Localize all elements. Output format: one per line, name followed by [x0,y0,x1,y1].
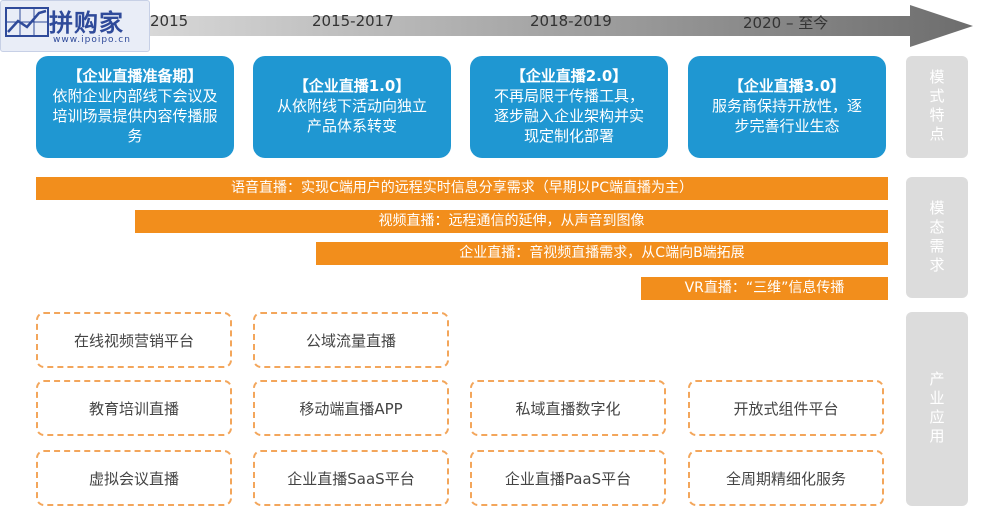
stage-box: 【企业直播3.0】 服务商保持开放性，逐步完善行业生态 [688,56,886,158]
period-label: 2018-2019 [530,12,612,30]
application-box: 公域流量直播 [253,312,449,368]
timeline-arrow [140,5,973,47]
stage-title: 【企业直播2.0】 [510,67,628,85]
stage-desc: 服务商保持开放性，逐步完善行业生态 [711,97,862,135]
application-box: 教育培训直播 [36,380,232,436]
demand-bar: 视频直播：远程通信的延伸，从声音到图像 [135,210,888,233]
stage-box: 【企业直播2.0】 不再局限于传播工具，逐步融入企业架构并实现定制化部署 [470,56,668,158]
application-box: 开放式组件平台 [688,380,884,436]
stage-box: 【企业直播1.0】 从依附线下活动向独立产品体系转变 [253,56,451,158]
side-label-text: 产业应用 [927,371,946,447]
demand-bar: 语音直播：实现C端用户的远程实时信息分享需求（早期以PC端直播为主） [36,177,888,200]
side-label-mode: 模式特点 [906,56,968,158]
side-label-text: 模式特点 [927,69,946,145]
demand-bar: 企业直播：音视频直播需求，从C端向B端拓展 [316,242,888,265]
application-box: 企业直播PaaS平台 [470,450,666,506]
stage-title: 【企业直播准备期】 [67,67,203,85]
stage-box: 【企业直播准备期】 依附企业内部线下会议及培训场景提供内容传播服务 [36,56,234,158]
application-box: 移动端直播APP [253,380,449,436]
side-label-text: 模态需求 [927,199,946,276]
logo-chart-icon [5,7,49,37]
application-box: 企业直播SaaS平台 [253,450,449,506]
period-label: 2015-2017 [312,12,394,30]
period-label: 2015 [150,12,189,30]
stage-desc: 依附企业内部线下会议及培训场景提供内容传播服务 [52,87,218,145]
logo: 拼购家 www.ipoipo.cn [0,0,150,52]
logo-url: www.ipoipo.cn [53,35,131,45]
application-box: 全周期精细化服务 [688,450,884,506]
period-label: 2020 – 至今 [743,14,829,32]
stage-title: 【企业直播1.0】 [293,77,411,95]
stage-desc: 从依附线下活动向独立产品体系转变 [276,97,427,135]
application-box: 虚拟会议直播 [36,450,232,506]
side-label-industry: 产业应用 [906,312,968,506]
application-box: 私域直播数字化 [470,380,666,436]
stage-title: 【企业直播3.0】 [728,77,846,95]
side-label-demand: 模态需求 [906,177,968,298]
logo-name: 拼购家 [49,9,124,37]
demand-bar: VR直播：“三维”信息传播 [641,277,888,300]
stage-desc: 不再局限于传播工具，逐步融入企业架构并实现定制化部署 [493,87,644,145]
application-box: 在线视频营销平台 [36,312,232,368]
